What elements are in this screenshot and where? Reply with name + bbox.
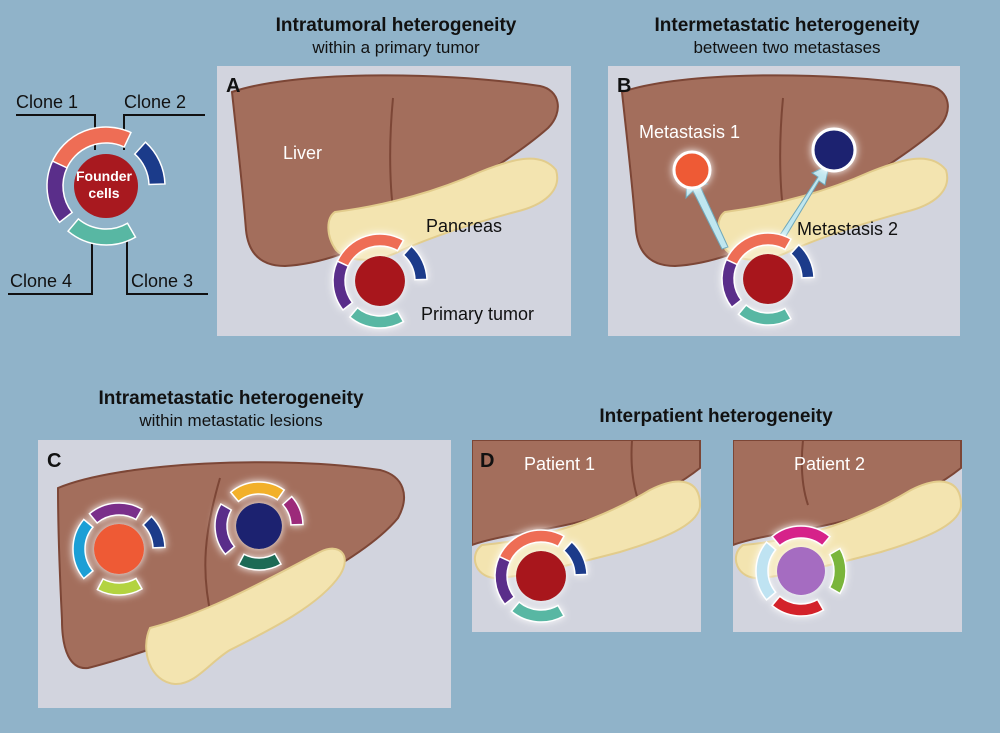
pancreas-label: Pancreas xyxy=(426,216,502,236)
metastasis-lesion-2-clone-segment-3 xyxy=(214,502,236,556)
panel-c-subtitle: within metastatic lesions xyxy=(138,411,322,430)
patient1-tumor-core xyxy=(516,551,566,601)
panel-a-title: Intratumoral heterogeneity xyxy=(276,15,517,36)
metastasis-lesion-2-clone-segment-2 xyxy=(237,552,283,571)
metastasis1-label: Metastasis 1 xyxy=(639,122,740,142)
panel-d-title: Interpatient heterogeneity xyxy=(599,406,833,427)
primary-tumor-b-clone-segment-3 xyxy=(737,303,793,326)
panel-c-letter: C xyxy=(47,450,61,472)
liver-label: Liver xyxy=(283,143,322,163)
legend-tumor-clone-segment-1 xyxy=(50,126,132,171)
panel-d: Interpatient heterogeneity D Patient 1 P… xyxy=(472,406,962,632)
leader-line-clone4 xyxy=(8,230,93,295)
primary-tumor-clone-segment-2 xyxy=(402,245,428,281)
panel-d-letter: D xyxy=(480,450,494,472)
liver-lobe-line-d2 xyxy=(800,440,809,506)
metastasis-lesion-1-core xyxy=(94,524,144,574)
leader-line-clone2 xyxy=(123,114,205,150)
primary-tumor-b-clone-segment-2 xyxy=(789,243,815,279)
leader-line-clone3 xyxy=(126,230,208,295)
patient2-tumor-clone-segment-4 xyxy=(771,525,831,547)
panel-b-subtitle: between two metastases xyxy=(693,38,880,57)
legend-tumor-clone-segment-2 xyxy=(133,141,166,186)
legend-clone2-label: Clone 2 xyxy=(124,92,186,112)
legend-tumor-core xyxy=(74,154,138,218)
legend-tumor-clone-segment-3 xyxy=(67,217,137,246)
metastasis-lesion-1-clone-segment-1 xyxy=(141,515,166,549)
metastasis-lesion-2 xyxy=(214,481,304,571)
clone-legend: Clone 1 Clone 2 Clone 4 Clone 3 Founder … xyxy=(8,92,208,295)
liver-lobe-line-c xyxy=(204,477,221,621)
panel-b-title: Intermetastatic heterogeneity xyxy=(654,15,919,36)
panel-b: Intermetastatic heterogeneity between tw… xyxy=(608,15,960,336)
legend-tumor-clone-segment-4 xyxy=(46,160,74,224)
metastasis1-lesion xyxy=(672,150,712,190)
patient1-tumor-clone-segment-4 xyxy=(494,555,516,606)
metastasis-lesion-1-clone-segment-3 xyxy=(72,518,95,580)
patient2-tumor-core xyxy=(777,547,825,595)
metastasis2-label: Metastasis 2 xyxy=(797,219,898,239)
arrow-to-metastasis2 xyxy=(773,164,830,247)
patient1-label: Patient 1 xyxy=(524,454,595,474)
metastasis-lesion-2-core xyxy=(236,503,282,549)
metastasis2-lesion xyxy=(811,127,857,173)
legend-clone1-label: Clone 1 xyxy=(16,92,78,112)
primary-tumor-b-core xyxy=(743,254,793,304)
legend-tumor xyxy=(46,126,166,246)
metastasis-lesion-2-clone-segment-1 xyxy=(281,495,304,526)
metastasis-lesion-1 xyxy=(72,502,166,596)
metastasis-lesion-2-clone-segment-4 xyxy=(229,481,286,503)
primary-tumor-label: Primary tumor xyxy=(421,304,534,324)
patient2-label: Patient 2 xyxy=(794,454,865,474)
pancreas-shape-c xyxy=(145,547,346,686)
patient1-tumor-clone-segment-3 xyxy=(510,600,566,623)
primary-tumor-core xyxy=(355,256,405,306)
founder-cells-label-line2: cells xyxy=(88,185,119,201)
primary-tumor-clone-segment-1 xyxy=(336,233,405,268)
patient2-tumor-clone-segment-1 xyxy=(828,547,847,595)
patient1-tumor xyxy=(494,529,588,623)
panel-c-title: Intrametastatic heterogeneity xyxy=(98,388,363,409)
primary-tumor-b xyxy=(721,232,815,326)
primary-tumor-clone-segment-3 xyxy=(348,306,405,329)
panel-c: Intrametastatic heterogeneity within met… xyxy=(38,388,451,708)
panel-a-letter: A xyxy=(226,75,240,97)
primary-tumor-b-clone-segment-1 xyxy=(725,232,793,266)
metastasis-lesion-1-clone-segment-4 xyxy=(88,502,144,525)
primary-tumor xyxy=(332,233,428,329)
panel-a: Intratumoral heterogeneity within a prim… xyxy=(217,15,571,336)
panel-b-letter: B xyxy=(617,75,631,97)
primary-tumor-clone-segment-4 xyxy=(332,260,354,311)
metastasis-lesion-1-clone-segment-2 xyxy=(96,577,144,596)
founder-cells-label-line1: Founder xyxy=(76,168,133,184)
patient2-tumor xyxy=(755,525,847,617)
legend-clone3-label: Clone 3 xyxy=(131,271,193,291)
patient2-tumor-clone-segment-2 xyxy=(771,595,825,617)
panel-a-subtitle: within a primary tumor xyxy=(311,38,480,57)
patient2-tumor-clone-segment-3 xyxy=(755,541,777,601)
patient1-tumor-clone-segment-2 xyxy=(562,540,588,576)
legend-clone4-label: Clone 4 xyxy=(10,271,72,291)
primary-tumor-b-clone-segment-4 xyxy=(721,258,743,309)
patient1-tumor-clone-segment-1 xyxy=(498,529,566,563)
